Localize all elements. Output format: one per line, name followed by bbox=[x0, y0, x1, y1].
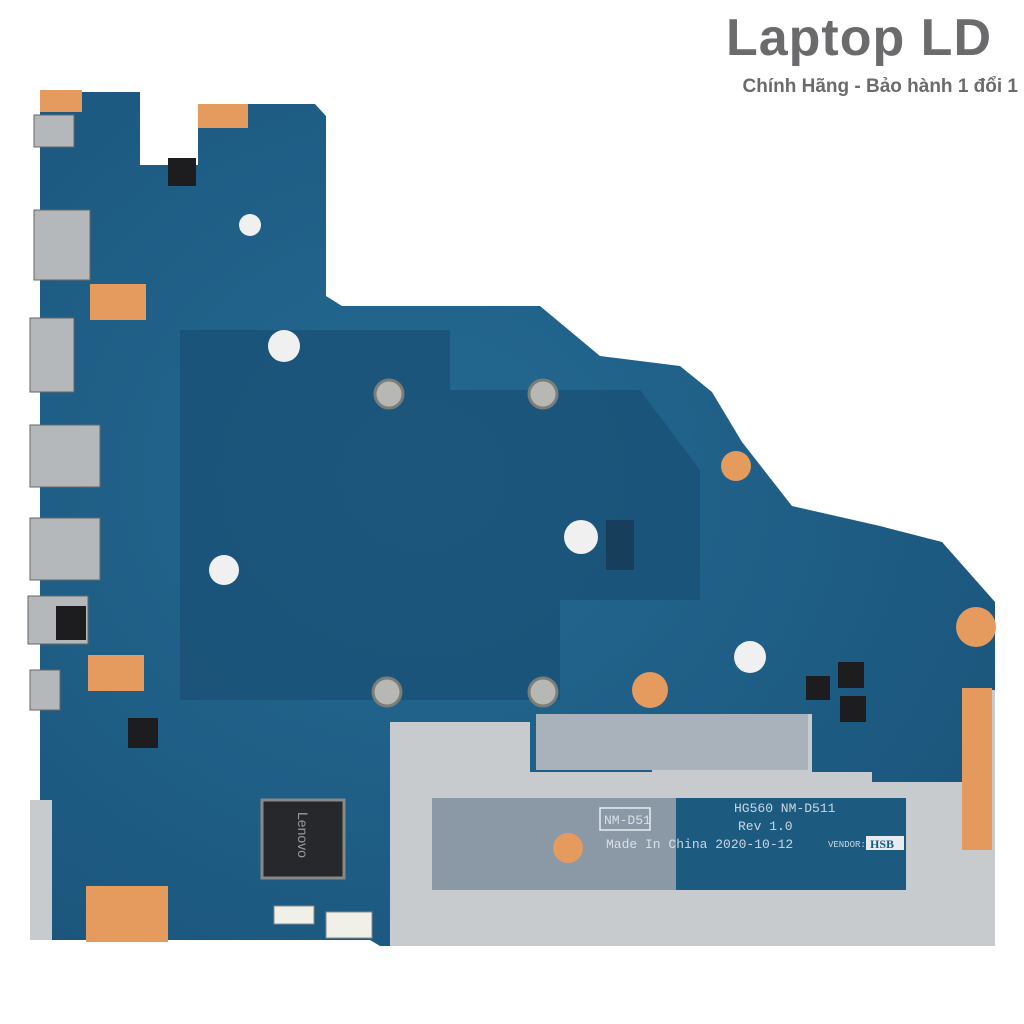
board-revision: Rev 1.0 bbox=[738, 819, 793, 834]
ec-chip bbox=[260, 798, 346, 880]
connector bbox=[273, 905, 315, 925]
components bbox=[56, 158, 866, 748]
vendor-label: VENDOR: bbox=[828, 840, 866, 850]
thermal-pad bbox=[536, 714, 808, 770]
vendor-box bbox=[866, 836, 904, 850]
chip-logo: Lenovo bbox=[295, 812, 311, 858]
left-shield-strip bbox=[30, 800, 52, 940]
screw-holes bbox=[209, 214, 766, 673]
standoffs bbox=[371, 378, 559, 708]
sticker-code: NM-D51 bbox=[604, 813, 651, 828]
brand-watermark: Laptop LD bbox=[725, 9, 992, 67]
tagline-watermark: Chính Hãng - Bảo hành 1 đổi 1 bbox=[742, 76, 1019, 97]
board-model: HG560 NM-D511 bbox=[734, 801, 836, 816]
sticker-box bbox=[599, 807, 651, 831]
connector bbox=[325, 911, 373, 939]
mounting-pads bbox=[40, 90, 996, 942]
made-in-text: Made In China 2020-10-12 bbox=[606, 837, 793, 852]
dark-region bbox=[180, 330, 700, 700]
edge-pad bbox=[962, 688, 992, 850]
vendor-code: HSB bbox=[870, 837, 894, 851]
